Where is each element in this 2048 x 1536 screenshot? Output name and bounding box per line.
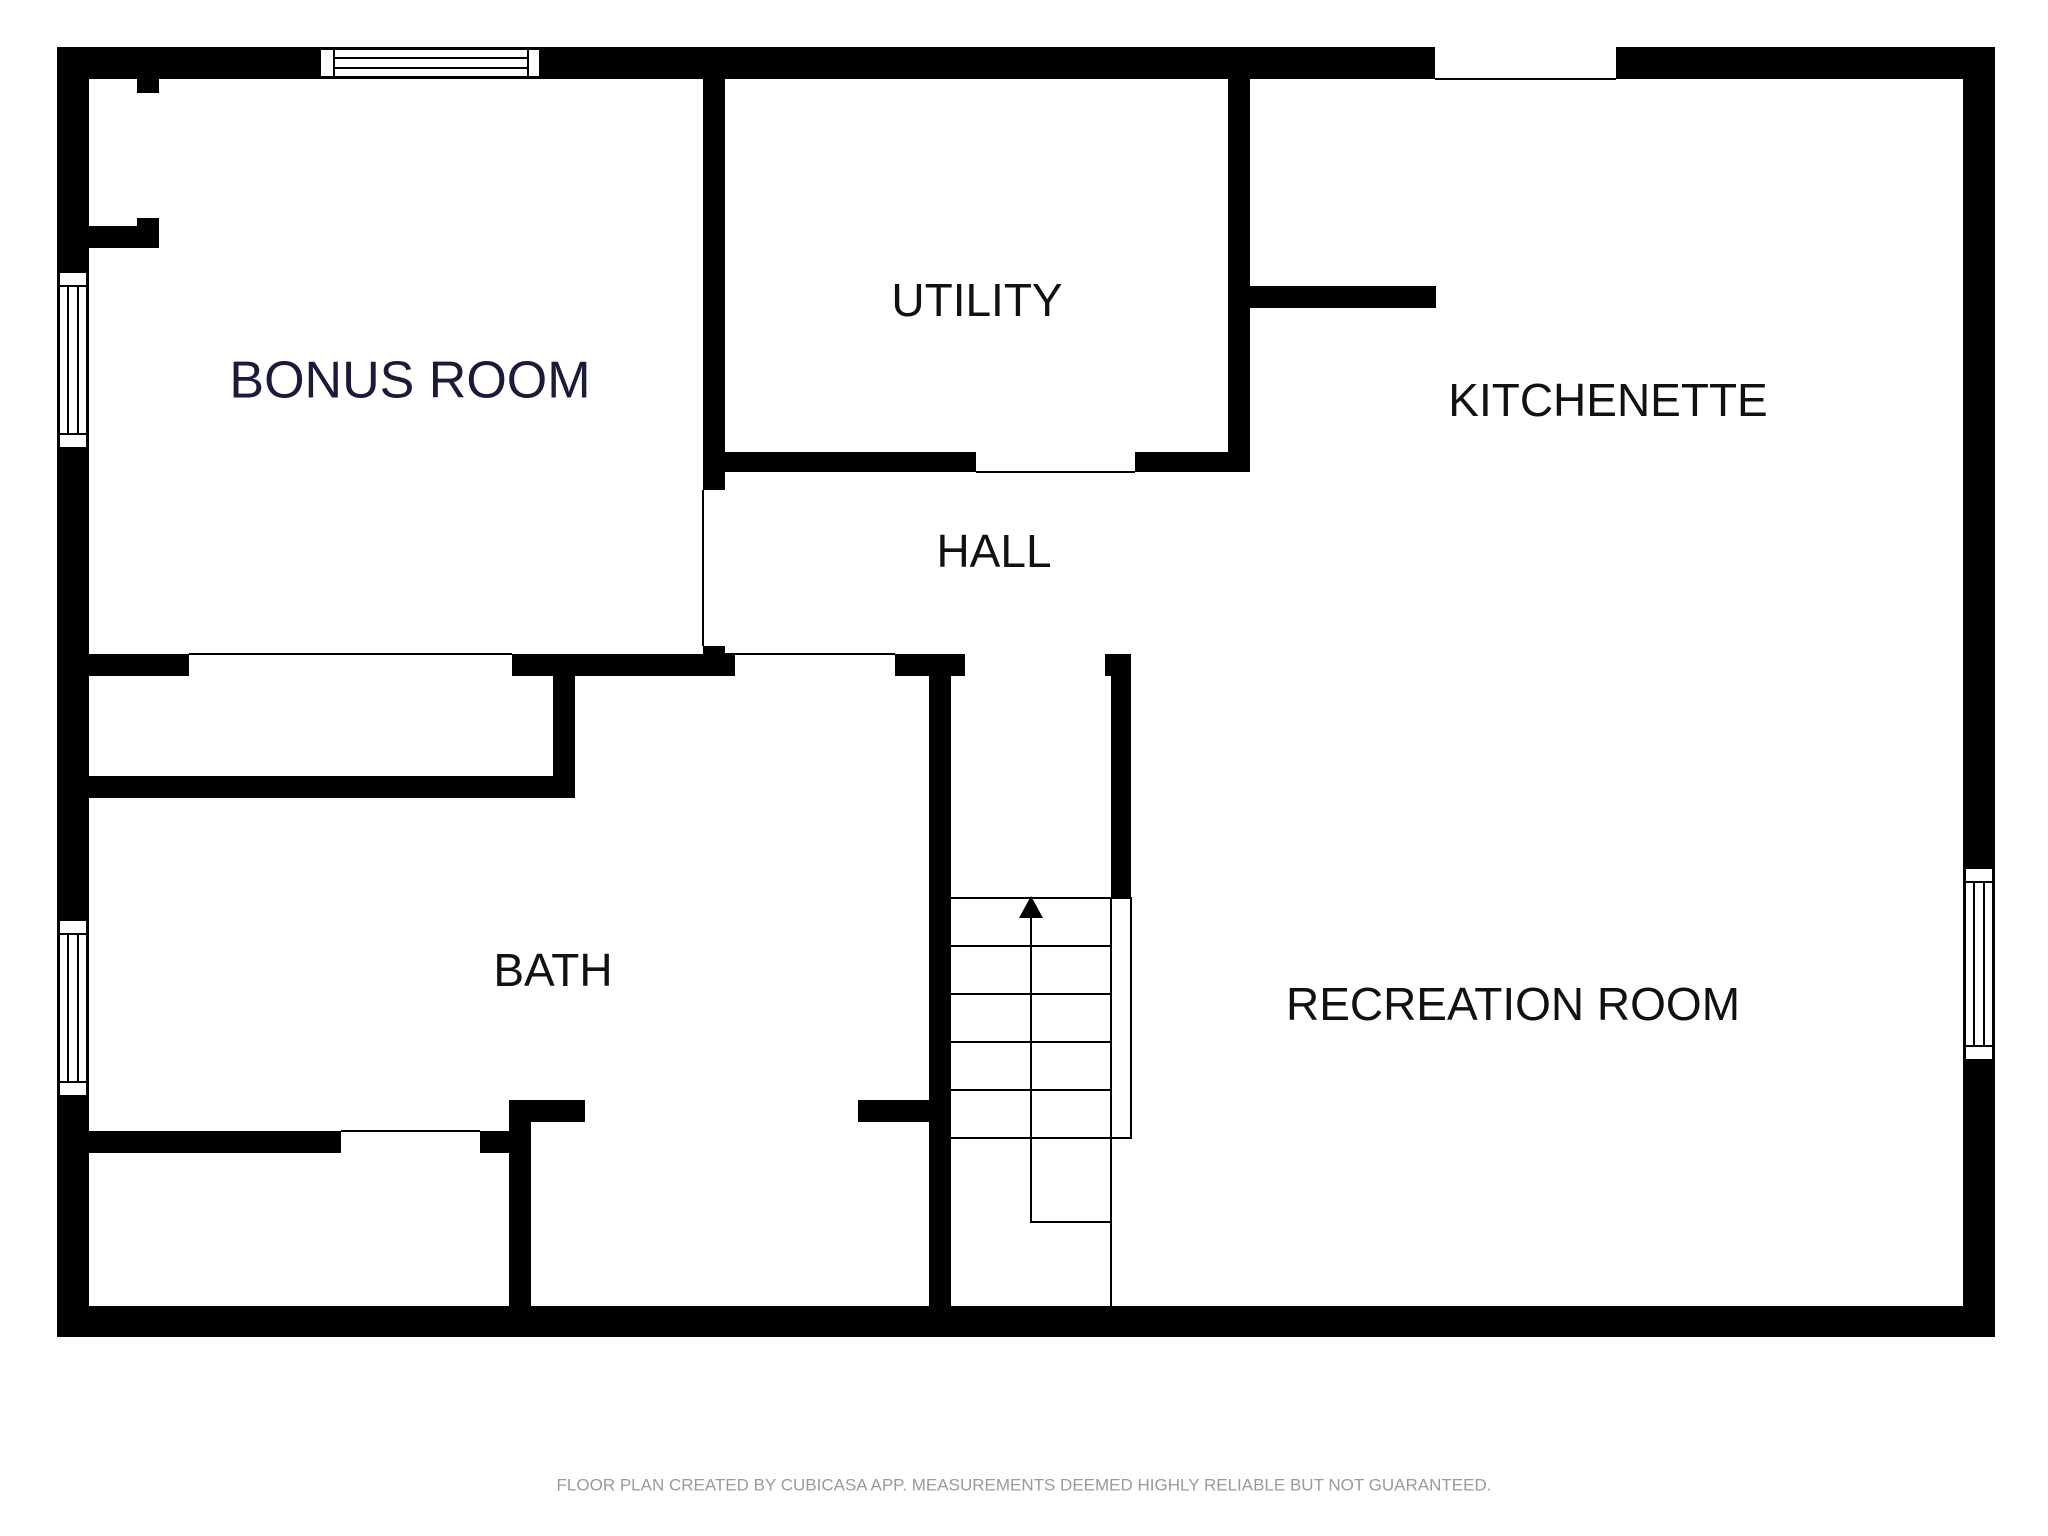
utility-bottom-wall-left bbox=[703, 452, 976, 472]
bath-inner-wall bbox=[509, 1100, 531, 1337]
outer-wall-right bbox=[1963, 47, 1995, 1337]
window-left-bonus bbox=[58, 271, 88, 449]
windows bbox=[58, 48, 1994, 1097]
label-recreation-room: RECREATION ROOM bbox=[1286, 978, 1740, 1030]
staircase bbox=[951, 896, 1132, 1306]
utility-bottom-wall-right bbox=[1135, 452, 1250, 472]
kitchenette-stub-wall bbox=[1250, 286, 1436, 308]
bonus-bottom-wall-left bbox=[89, 654, 189, 676]
outer-wall-bottom bbox=[57, 1306, 1995, 1337]
stair-handrail bbox=[1110, 897, 1132, 1139]
label-bath: BATH bbox=[493, 944, 612, 996]
bath-closet-top-right bbox=[480, 1131, 531, 1153]
outer-walls bbox=[57, 47, 1995, 1337]
room-labels: BONUS ROOM UTILITY KITCHENETTE HALL BATH… bbox=[229, 274, 1767, 1030]
bonus-utility-wall bbox=[703, 79, 725, 490]
footer-disclaimer: FLOOR PLAN CREATED BY CUBICASA APP. MEAS… bbox=[557, 1475, 1492, 1494]
label-utility: UTILITY bbox=[891, 274, 1062, 326]
stair-right-wall bbox=[1111, 654, 1131, 898]
window-right-recreation bbox=[1964, 867, 1994, 1061]
outer-wall-left bbox=[57, 47, 89, 1337]
outer-wall-top-right bbox=[1616, 47, 1995, 79]
window-top-bonus bbox=[319, 48, 541, 78]
stair-direction-arrow-icon bbox=[1019, 896, 1043, 918]
closet2-wall-right bbox=[553, 676, 575, 798]
closet2-wall-bottom bbox=[89, 776, 575, 798]
interior-walls bbox=[89, 79, 1436, 1337]
label-hall: HALL bbox=[936, 525, 1051, 577]
window-left-bath bbox=[58, 919, 88, 1097]
stair-direction-line bbox=[1030, 908, 1111, 1223]
openings bbox=[189, 78, 1616, 1132]
closet-wall-vertical bbox=[137, 79, 159, 93]
outer-wall-top-left bbox=[57, 47, 1435, 79]
stair-left-wall bbox=[929, 654, 951, 1337]
bonus-bottom-wall-right bbox=[512, 654, 735, 676]
utility-right-wall bbox=[1228, 79, 1250, 472]
label-kitchenette: KITCHENETTE bbox=[1448, 374, 1767, 426]
bath-closet-top-left bbox=[89, 1131, 341, 1153]
closet-wall-stub bbox=[137, 218, 159, 248]
label-bonus-room: BONUS ROOM bbox=[229, 352, 590, 410]
bath-stub-right bbox=[858, 1100, 938, 1122]
